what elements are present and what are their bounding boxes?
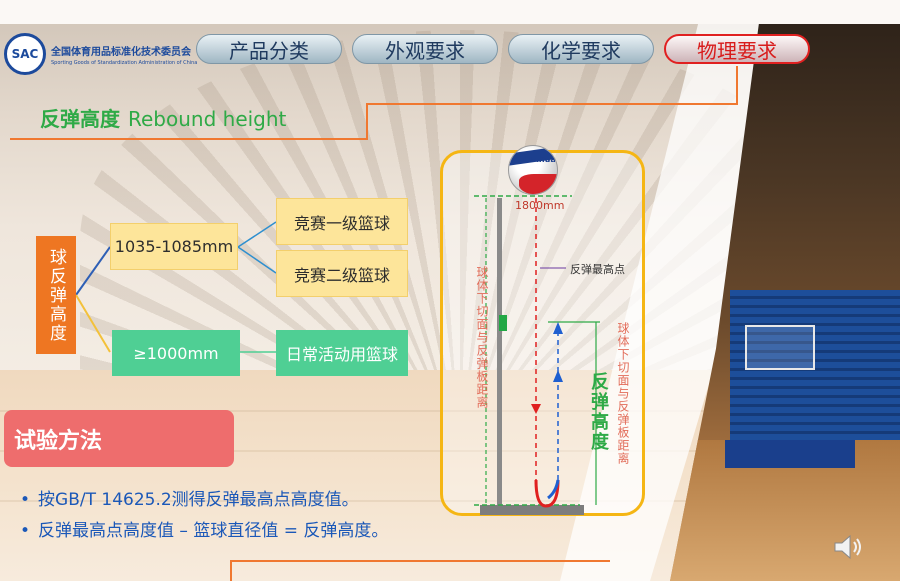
left-distance-label: 球体下切面与反弹板距离 — [475, 266, 489, 409]
footer-line-drop — [230, 560, 232, 581]
item-box-grade2: 竞赛二级篮球 — [276, 250, 408, 297]
basketball-hoop-icon — [745, 325, 815, 370]
tab-appearance[interactable]: 外观要求 — [352, 34, 498, 64]
speaker-icon[interactable] — [832, 532, 868, 562]
right-distance-label: 球体下切面与反弹板距离 — [616, 322, 630, 465]
item-box-grade1: 竞赛一级篮球 — [276, 198, 408, 245]
footer-line — [230, 560, 610, 562]
title-line-vertical — [736, 66, 738, 104]
tab-chemical[interactable]: 化学要求 — [508, 34, 654, 64]
drop-height-label: 1800mm — [515, 199, 565, 212]
title-line-drop — [366, 103, 368, 139]
page-title: 反弹高度 Rebound height — [40, 103, 286, 132]
method-bullet-2: 反弹最高点高度值 – 篮球直径值 = 反弹高度。 — [20, 516, 388, 541]
range-box-daily: ≥1000mm — [112, 330, 240, 376]
tab-physical[interactable]: 物理要求 — [664, 34, 810, 64]
range-box-competition: 1035-1085mm — [110, 223, 238, 270]
root-box: 球反弹高度 — [36, 236, 76, 354]
rebound-test-panel — [440, 150, 645, 516]
title-line-bottom — [10, 138, 368, 140]
test-method-heading: 试验方法 — [4, 410, 234, 467]
basketball-icon: Lanhua — [508, 145, 558, 195]
org-name-cn: 全国体育用品标准化技术委员会 — [51, 46, 191, 58]
tab-product-category[interactable]: 产品分类 — [196, 34, 342, 64]
sac-logo-icon: SAC — [4, 33, 46, 75]
org-logo: SAC 全国体育用品标准化技术委员会 Sporting Goods of Sta… — [4, 33, 197, 75]
title-cn: 反弹高度 — [40, 107, 120, 131]
title-line-top — [366, 103, 738, 105]
highest-point-label: 反弹最高点 — [570, 263, 625, 276]
method-bullet-1: 按GB/T 14625.2测得反弹最高点高度值。 — [20, 485, 359, 510]
rebound-height-label: 反弹高度 — [588, 372, 609, 452]
org-name-en: Sporting Goods of Standardization Admini… — [51, 59, 198, 66]
item-box-daily: 日常活动用篮球 — [276, 330, 408, 376]
title-en: Rebound height — [128, 107, 287, 131]
